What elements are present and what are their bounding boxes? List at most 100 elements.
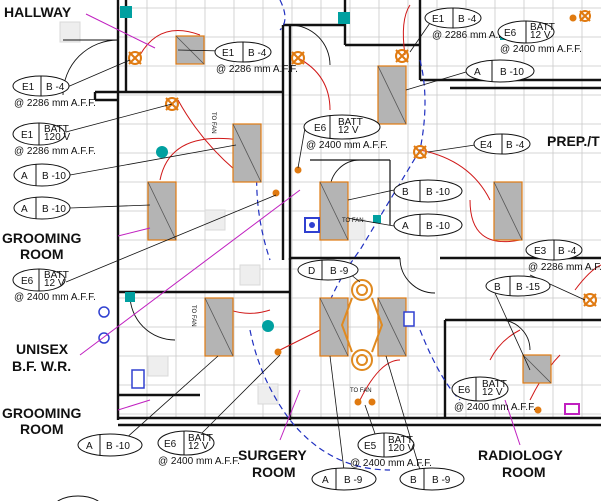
svg-text:@ 2400 mm A.F.F.: @ 2400 mm A.F.F. [350,458,432,469]
svg-text:E1: E1 [21,130,34,141]
svg-text:E1: E1 [22,82,35,93]
svg-text:A: A [21,204,28,215]
svg-text:BATT: BATT [388,435,413,446]
light-fixtures [147,35,552,384]
svg-text:B: B [410,475,417,486]
room-label-radiology: RADIOLOGY [478,447,563,463]
svg-text:BATT: BATT [482,379,507,390]
svg-text:E6: E6 [314,123,327,134]
room-label-grooming: GROOMING [2,405,81,421]
svg-text:12 V: 12 V [44,278,65,289]
svg-text:BATT: BATT [188,433,213,444]
svg-text:@ 2286 mm A.F.F.: @ 2286 mm A.F.F. [216,64,298,75]
room-label-prep: PREP./T [547,133,600,149]
svg-text:@ 2286 mm A.F.F.: @ 2286 mm A.F.F. [14,146,96,157]
svg-text:@ 2286 mm A.F.F.: @ 2286 mm A.F.F. [14,98,96,109]
svg-text:B -9: B -9 [344,475,363,486]
room-label-grooming: GROOMING [2,230,81,246]
svg-text:@ 2400 mm A.F.F.: @ 2400 mm A.F.F. [454,402,536,413]
circuit-tag: A B -10 [393,213,463,237]
circuit-tag: A B -10 [465,59,535,83]
svg-text:D: D [308,266,315,277]
svg-text:B -10: B -10 [42,204,66,215]
svg-text:B -4: B -4 [558,246,577,257]
room-label-surgery: ROOM [252,464,296,480]
svg-text:@ 2400 mm A.F.F.: @ 2400 mm A.F.F. [14,292,96,303]
svg-text:@ 2286 mm A.F.F.: @ 2286 mm A.F.F. [432,30,514,41]
svg-text:B -15: B -15 [516,282,540,293]
svg-text:B: B [402,187,409,198]
svg-text:B -4: B -4 [248,48,267,59]
circuit-tags: E1 B -4 @ 2286 mm A.F.F. E1 B -4 @ 2286 mm… [12,7,601,501]
exhaust-fan-icon [128,51,142,65]
circuit-tag: E1 B -4 @ 2286 mm A.F.F. [424,7,514,41]
svg-text:B -10: B -10 [426,187,450,198]
svg-text:A: A [474,67,481,78]
svg-text:@ 2400 mm A.F.F.: @ 2400 mm A.F.F. [500,44,582,55]
to-fan-labels: TO FAN TO FAN TO FAN TO FAN [190,112,372,394]
svg-text:E6: E6 [21,276,34,287]
exhaust-fan-icon [413,145,427,159]
to-fan-label: TO FAN [210,112,216,134]
circuit-tag: E1 B -4 @ 2286 mm A.F.F. [214,41,298,75]
circuit-tag: E1 B -4 @ 2286 mm A.F.F. [12,75,96,109]
svg-text:B -4: B -4 [506,140,525,151]
svg-text:A: A [322,475,329,486]
light-fixture [204,297,234,357]
room-label-surgery: SURGERY [238,447,307,463]
exhaust-fan-icon [395,49,409,63]
circuit-tag: B B -10 [393,179,463,203]
svg-text:BATT: BATT [338,117,363,128]
svg-text:B -4: B -4 [458,14,477,25]
exhaust-fan-icon [579,10,591,22]
svg-text:12 V: 12 V [188,441,209,452]
svg-text:E1: E1 [432,14,445,25]
room-label-unisex: B.F. W.R. [12,358,71,374]
svg-text:120 V: 120 V [44,132,70,143]
room-labels: HALLWAY GROOMING ROOM UNISEX B.F. W.R. G… [2,4,600,480]
svg-text:E6: E6 [164,439,177,450]
svg-text:12 V: 12 V [338,125,359,136]
svg-text:BATT: BATT [530,22,555,33]
circuit-tag: A B -10 [13,196,71,220]
svg-text:A: A [21,171,28,182]
ghost-fixtures [59,21,366,405]
light-fixture [147,181,177,241]
svg-text:12 V: 12 V [530,30,551,41]
light-fixture [377,297,407,357]
svg-text:BATT: BATT [44,270,69,281]
svg-text:A: A [402,221,409,232]
svg-text:B -10: B -10 [500,67,524,78]
room-label-radiology: ROOM [502,464,546,480]
light-fixture [319,181,349,241]
svg-text:E4: E4 [480,140,493,151]
room-label-hallway: HALLWAY [4,4,72,20]
to-fan-label: TO FAN [342,218,364,224]
svg-text:E1: E1 [222,48,235,59]
svg-text:E6: E6 [458,385,471,396]
svg-text:BATT: BATT [44,124,69,135]
room-label-unisex: UNISEX [16,341,69,357]
leaders-magenta [79,13,521,446]
svg-text:A: A [86,441,93,452]
circuit-tag: E3B -4 @ 2286 mm A.F.F. [525,239,601,273]
light-fixture [377,65,407,125]
svg-text:B -4: B -4 [46,82,65,93]
svg-text:@ 2400 mm A.F.F.: @ 2400 mm A.F.F. [306,140,388,151]
circuit-tag: E4 B -4 [473,133,531,155]
light-fixture [493,181,523,241]
svg-text:B -10: B -10 [426,221,450,232]
